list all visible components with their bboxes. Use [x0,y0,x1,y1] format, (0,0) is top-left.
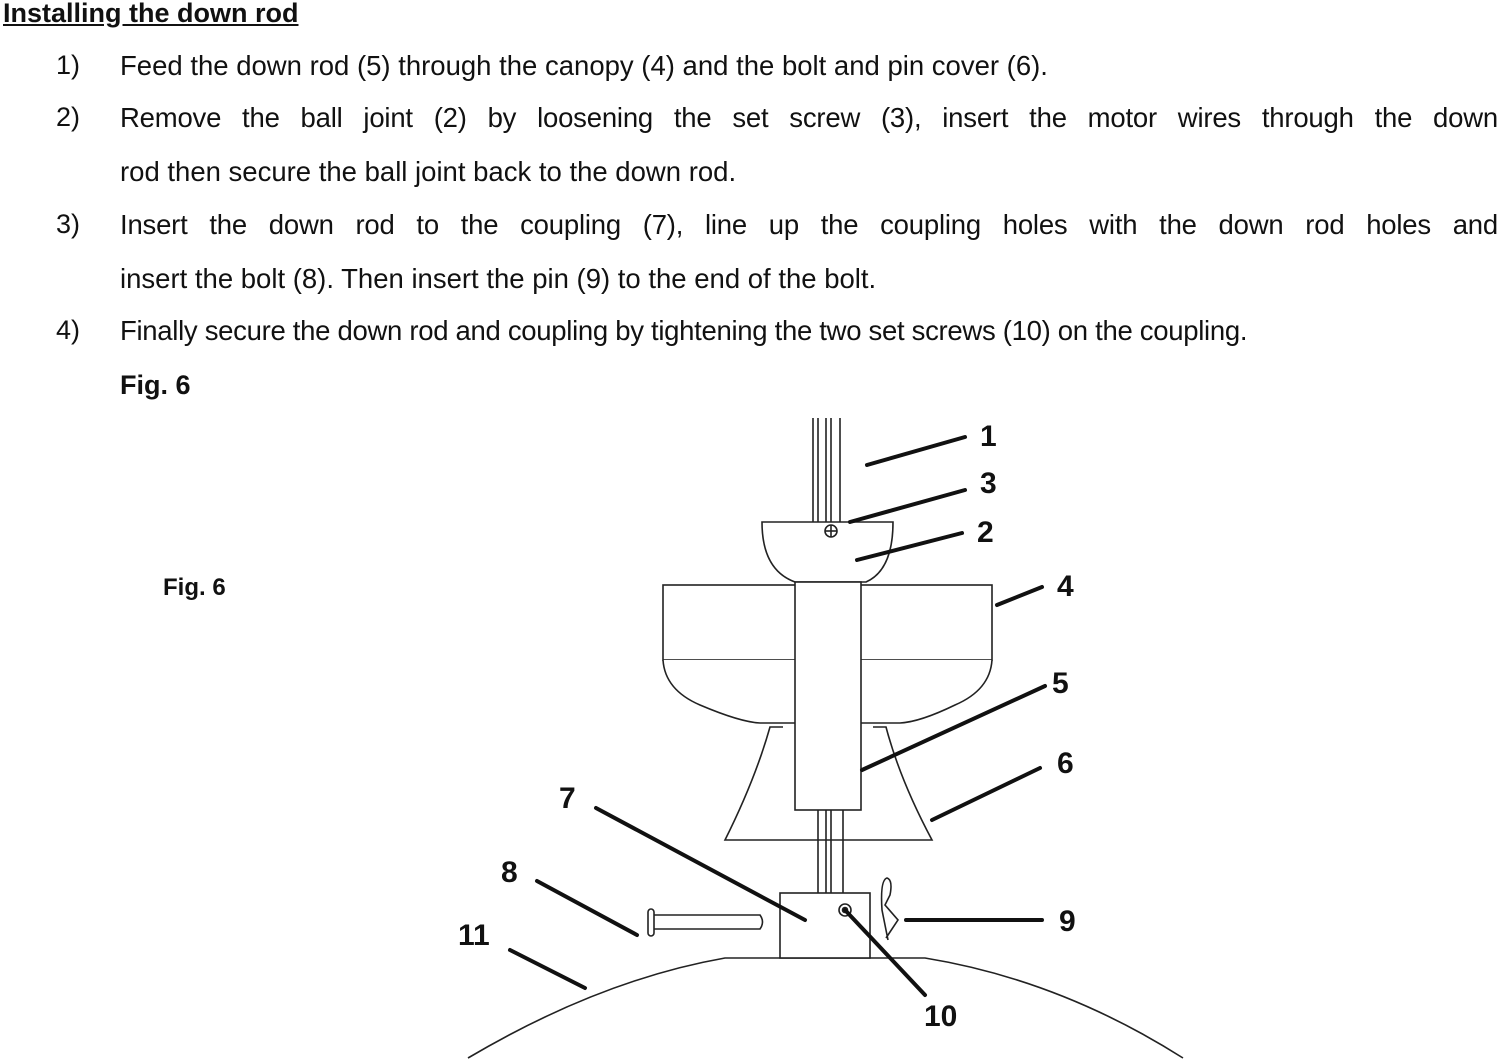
ball-joint [761,521,894,583]
label-5: 5 [1052,667,1069,700]
motor-housing [467,957,1184,1059]
step-number: 2) [56,102,81,132]
label-9: 9 [1059,905,1076,938]
label-6: 6 [1057,747,1074,780]
label-8: 8 [501,856,518,889]
pin [880,877,900,941]
label-7: 7 [559,782,576,815]
step-text: Insert the down rod to the coupling (7),… [120,209,1498,240]
step-text: Feed the down rod (5) through the canopy… [120,50,1048,81]
figure-inner-caption: Fig. 6 [163,574,226,601]
bolt [647,908,764,937]
step-number: 1) [56,50,81,80]
coupling-screw-icon [838,903,852,917]
set-screw-icon [824,524,838,538]
step-number: 4) [56,315,81,345]
step-text: Remove the ball joint (2) by loosening t… [120,102,1498,133]
step-text: Finally secure the down rod and coupling… [120,315,1248,346]
label-4: 4 [1057,570,1074,603]
down-rod [794,581,862,811]
step-text: rod then secure the ball joint back to t… [120,156,737,187]
lower-wires [817,810,844,893]
label-10: 10 [924,1000,957,1033]
label-1: 1 [980,420,997,453]
label-11: 11 [458,919,490,952]
coupling [779,892,871,959]
label-2: 2 [977,516,994,549]
figure-caption: Fig. 6 [120,370,191,400]
motor-wires [812,418,841,522]
step-text: insert the bolt (8). Then insert the pin… [120,263,877,294]
section-title: Installing the down rod [3,0,299,28]
leader-lines [508,435,1047,997]
step-number: 3) [56,209,81,239]
label-3: 3 [980,467,997,500]
